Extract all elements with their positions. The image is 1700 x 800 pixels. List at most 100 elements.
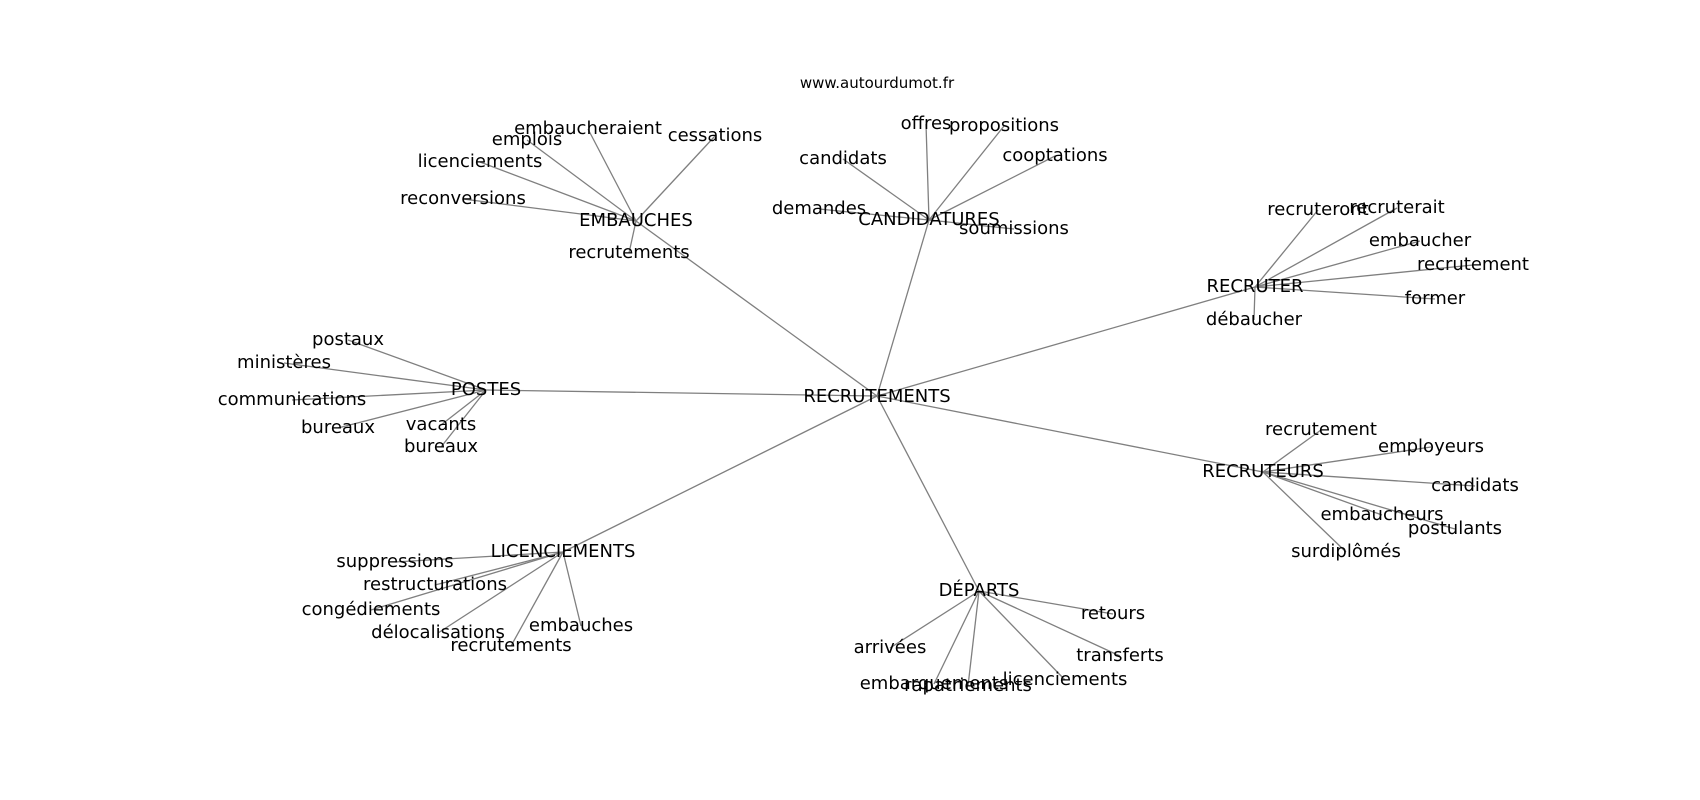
leaf-edge: [1262, 471, 1383, 516]
leaf-edge: [635, 135, 716, 222]
word-node: restructurations: [363, 574, 507, 595]
word-node: surdiplômés: [1291, 541, 1401, 562]
word-node: postaux: [312, 329, 384, 350]
leaf-edge: [1262, 429, 1322, 473]
leaf-edge: [437, 551, 564, 634]
word-node: employeurs: [1378, 436, 1484, 457]
leaf-edge: [510, 551, 564, 647]
word-node: congédiements: [302, 599, 441, 620]
leaf-edge: [283, 362, 487, 391]
word-node: transferts: [1076, 645, 1164, 666]
word-node: candidats: [799, 148, 887, 169]
word-node: cooptations: [1002, 145, 1107, 166]
word-node: suppressions: [336, 551, 453, 572]
word-node: embaucheraient: [514, 118, 662, 139]
word-node: communications: [218, 389, 367, 410]
word-node: débaucher: [1206, 309, 1303, 330]
leaf-edge: [434, 551, 564, 586]
leaf-edge: [628, 220, 637, 254]
word-node: recrutements: [450, 635, 571, 656]
word-node: former: [1405, 288, 1466, 309]
leaf-edge: [1262, 471, 1347, 553]
word-node: bureaux: [301, 417, 375, 438]
word-node: délocalisations: [371, 622, 505, 643]
word-node: licenciements: [418, 151, 543, 172]
word-node: ministères: [237, 352, 331, 373]
word-node: recruteront: [1267, 199, 1368, 220]
leaf-edge: [562, 551, 582, 627]
root-edge: [876, 395, 980, 592]
word-node: postulants: [1408, 518, 1502, 539]
word-node: embauches: [529, 615, 633, 636]
cluster-node: CANDIDATURES: [858, 209, 999, 230]
leaf-edge: [1262, 446, 1432, 473]
word-node: recruterait: [1349, 197, 1444, 218]
word-node: propositions: [949, 115, 1059, 136]
leaf-edge: [1262, 471, 1476, 487]
leaf-edge: [347, 339, 487, 391]
leaf-edge: [1254, 240, 1421, 288]
leaf-edge: [1254, 264, 1474, 288]
word-node: embaucheurs: [1320, 504, 1443, 525]
leaf-edge: [928, 155, 1056, 221]
word-node: demandes: [772, 198, 866, 219]
leaf-edge: [842, 158, 930, 221]
leaf-edge: [440, 389, 487, 448]
leaf-edge: [925, 123, 930, 221]
leaf-edge: [967, 590, 980, 687]
leaf-edge: [818, 208, 930, 221]
word-node: licenciements: [1003, 669, 1128, 690]
leaf-edge: [370, 551, 564, 611]
leaf-edge: [462, 198, 637, 222]
root-edge: [562, 395, 878, 553]
root-edge: [876, 395, 1264, 473]
word-node: cessations: [668, 125, 763, 146]
leaf-edge: [587, 128, 637, 222]
leaf-edge: [928, 219, 1015, 230]
cluster-node: LICENCIEMENTS: [491, 541, 636, 562]
leaf-edge: [978, 590, 1121, 657]
leaf-edge: [291, 389, 487, 401]
leaf-edge: [337, 389, 487, 429]
cluster-node: RECRUTEURS: [1202, 461, 1324, 482]
word-node: retours: [1081, 603, 1145, 624]
leaf-edge: [928, 125, 1005, 221]
root-node: RECRUTEMENTS: [803, 386, 950, 407]
word-node: embaucher: [1369, 230, 1472, 251]
word-node: vacants: [406, 414, 476, 435]
leaf-edge: [933, 590, 980, 685]
cluster-node: EMBAUCHES: [579, 210, 693, 231]
leaf-edge: [1254, 209, 1319, 288]
leaf-edge: [1254, 207, 1398, 288]
word-node: candidats: [1431, 475, 1519, 496]
root-edge: [485, 389, 878, 397]
cluster-node: RECRUTER: [1206, 276, 1303, 297]
word-node: embarquements: [860, 673, 1009, 694]
word-node: emplois: [492, 129, 562, 150]
source-url: www.autourdumot.fr: [800, 74, 955, 92]
root-edge: [876, 219, 930, 397]
leaf-edge: [479, 161, 637, 222]
word-node: reconversions: [400, 188, 526, 209]
cluster-node: DÉPARTS: [939, 579, 1020, 601]
word-node: arrivées: [854, 637, 927, 658]
leaf-edge: [1254, 286, 1436, 300]
root-edge: [635, 220, 878, 397]
leaf-edge: [526, 139, 637, 222]
word-node: bureaux: [404, 436, 478, 457]
word-node: rapatriements: [904, 675, 1032, 696]
word-node: offres: [901, 113, 952, 134]
word-node: soumissions: [959, 218, 1069, 239]
root-edge: [876, 286, 1256, 397]
leaf-edge: [440, 389, 487, 426]
cluster-node: POSTES: [451, 379, 521, 400]
leaf-edge: [978, 590, 1066, 681]
leaf-edge: [1262, 471, 1456, 530]
word-node: recrutement: [1417, 254, 1529, 275]
leaf-edge: [889, 590, 980, 649]
leaf-edge: [978, 590, 1114, 615]
word-node: recrutements: [568, 242, 689, 263]
word-node: recrutement: [1265, 419, 1377, 440]
leaf-edge: [1253, 286, 1256, 321]
